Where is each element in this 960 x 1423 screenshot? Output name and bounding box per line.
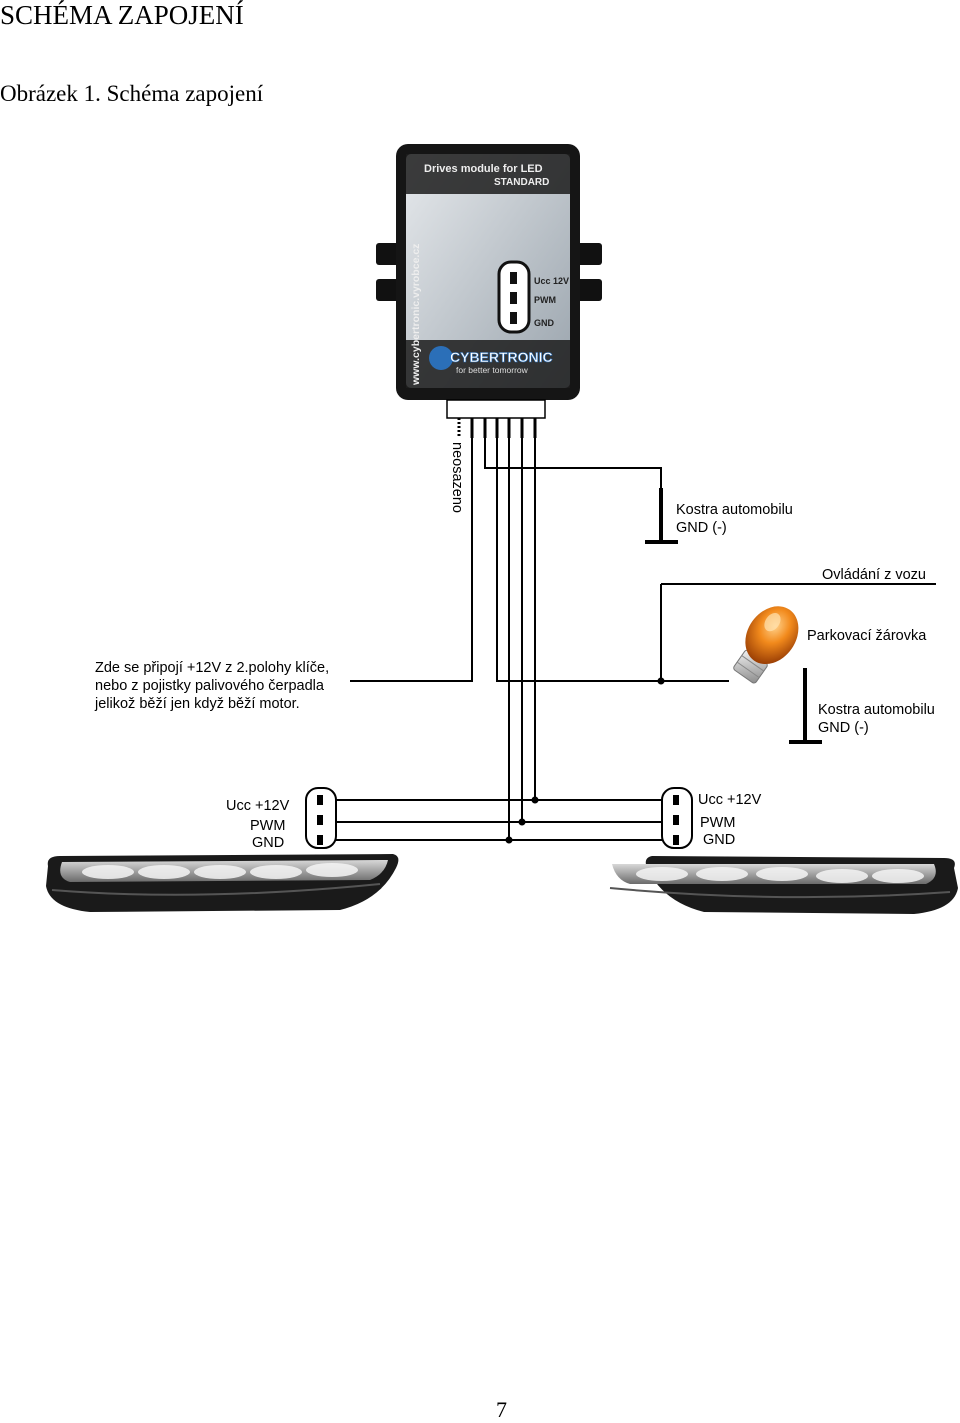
page-number: 7 [496,1397,507,1422]
module-pin-pwm: PWM [534,295,556,305]
ground-1-label-line2: GND (-) [676,520,727,536]
ground-2-label-line1: Kostra automobilu [818,702,935,718]
ignition-note-line2: nebo z pojistky palivového čerpadla [95,678,325,694]
ignition-note-line3: jelikož běží jen když běží motor. [94,696,300,712]
right-lamp-pwm-label: PWM [700,815,735,831]
unconnected-pin-label: neosazeno [449,442,465,513]
control-wire-label: Ovládání z vozu [822,567,926,583]
right-led-lamp [609,856,958,914]
module-website: www.cybertronic.vyrobce.cz [410,244,422,386]
left-lamp-gnd-label: GND [252,835,284,851]
left-lamp-pwm-label: PWM [250,818,285,834]
left-lamp-connector [305,787,337,849]
module-brand: CYBERTRONIC [450,349,553,365]
left-led-lamp [46,854,399,912]
ignition-note-line1: Zde se připojí +12V z 2.polohy klíče, [95,660,329,676]
figure-caption: Obrázek 1. Schéma zapojení [0,81,264,106]
right-lamp-ucc-label: Ucc +12V [698,792,762,808]
ground-symbol-2 [789,668,822,744]
document-heading: SCHÉMA ZAPOJENÍ [0,0,244,30]
right-lamp-gnd-label: GND [703,832,735,848]
parking-bulb-icon [733,606,799,684]
module-pin-ucc: Ucc 12V [534,276,569,286]
module-tagline: for better tomorrow [456,365,529,375]
ground-2-label-line2: GND (-) [818,720,869,736]
module-title: Drives module for LED [424,163,543,175]
module-pins [457,418,537,438]
led-driver-module: Drives module for LED STANDARD www.cyber… [376,144,602,419]
right-lamp-connector [661,787,693,849]
ground-symbol-1 [645,488,678,544]
module-subtitle: STANDARD [494,177,549,188]
wiring [320,438,936,844]
left-lamp-ucc-label: Ucc +12V [226,798,290,814]
ground-1-label-line1: Kostra automobilu [676,502,793,518]
module-pin-gnd: GND [534,318,555,328]
parking-bulb-label: Parkovací žárovka [807,628,927,644]
